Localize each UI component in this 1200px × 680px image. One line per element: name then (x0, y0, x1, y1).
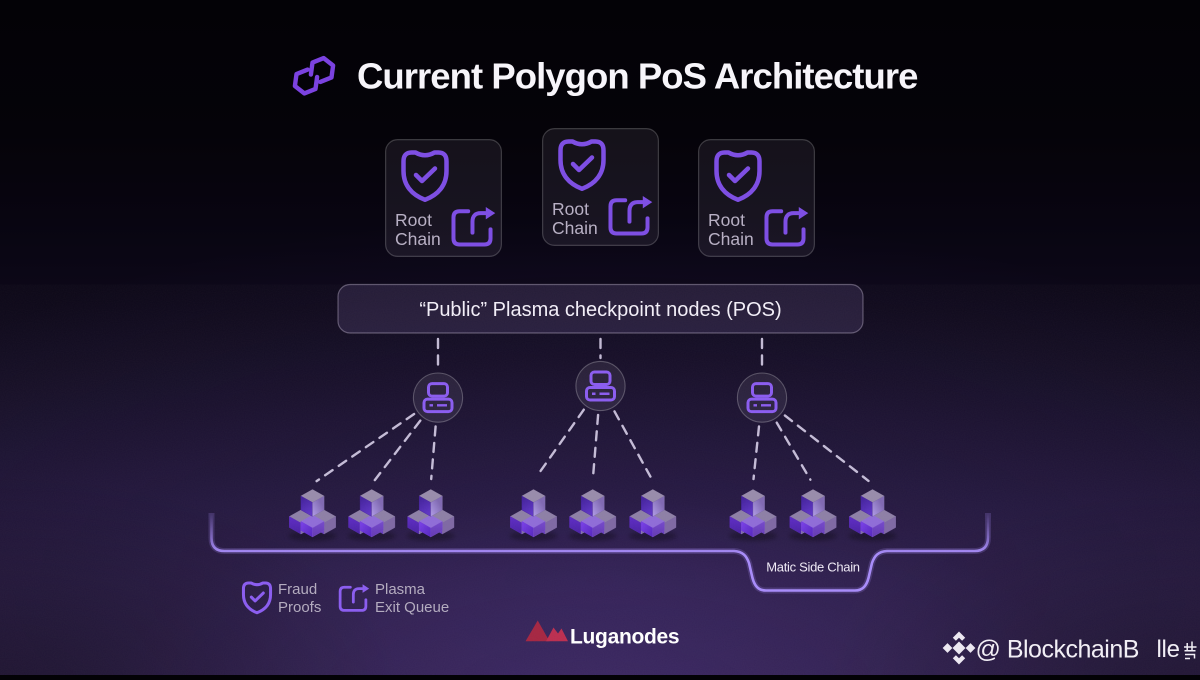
svg-text:“Public” Plasma checkpoint nod: “Public” Plasma checkpoint nodes (POS) (419, 299, 781, 321)
svg-text:Current Polygon PoS Architectu: Current Polygon PoS Architecture (357, 56, 918, 97)
